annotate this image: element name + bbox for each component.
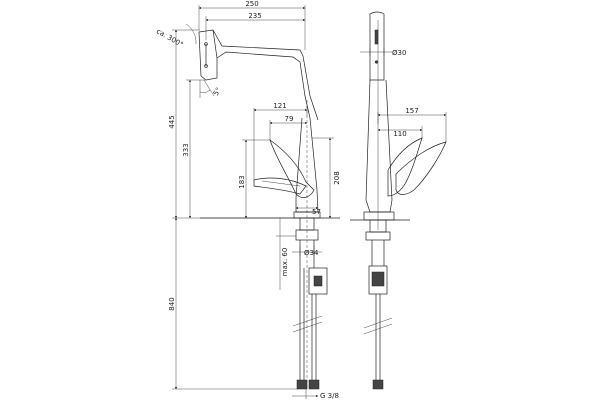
dim-overall-height: 445 [168,29,296,219]
dim-tilt-angle-label: 5° [212,86,223,97]
dim-spray-angle-label: ca. 300° [155,27,185,49]
dim-lever-height-label: 183 [238,175,246,188]
under-counter-side [363,219,393,390]
side-view: Ø30 157 110 [350,11,447,390]
spray-head-side [369,11,385,81]
dim-base-width-label: 57 [312,208,321,216]
spout-arm-bottom [216,51,311,119]
spout-arm-top [212,29,319,121]
dim-lever-offset-label: 79 [285,115,294,123]
dim-thread: G 3/8 [292,389,339,400]
dim-spout-diameter: Ø30 [360,48,406,57]
lever-lower [253,177,307,195]
under-counter-front [292,217,328,390]
dim-side-lever-offset-label: 110 [393,130,406,138]
dim-tilt-angle: 5° [199,79,223,98]
dim-base-width: 57 [295,206,321,216]
dim-spout-diameter-label: Ø30 [392,49,406,57]
dim-lever-reach: 121 [253,102,308,180]
dim-max-thickness: max. 60 [276,218,296,290]
dim-hose-length: 840 [168,217,298,390]
hose-connector-side [368,265,388,295]
dim-spout-reach: 235 [205,12,306,40]
dim-overall-height-label: 445 [168,115,176,128]
dim-spout-height: 333 [182,79,206,219]
spray-head [198,29,218,81]
dim-hole-diameter: Ø34 [292,246,322,257]
faucet-body-side [350,11,447,230]
dim-lever-height: 183 [238,139,270,219]
dim-side-lever-offset: 110 [377,126,423,138]
dim-hole-diameter-label: Ø34 [304,249,319,257]
base-side [363,211,395,221]
dim-body-height-label: 208 [333,171,341,184]
lever-upper [269,139,315,198]
dim-max-thickness-label: max. 60 [281,248,289,277]
dim-lever-offset: 79 [269,115,308,140]
dim-spout-height-label: 333 [182,143,190,156]
dim-spray-angle: ca. 300° [155,23,197,49]
lever-side-back [395,141,447,195]
front-view: 250 235 ca. 300° 5° 445 [155,0,341,400]
dim-thread-label: G 3/8 [320,392,339,400]
faucet-body-front [198,29,340,390]
hose-connector [308,267,328,295]
dim-side-lever-reach-label: 157 [405,107,418,115]
dim-hose-length-label: 840 [168,297,176,310]
dim-total-width-label: 250 [245,0,258,8]
dim-body-height: 208 [312,137,341,219]
dim-side-lever-reach: 157 [377,107,447,142]
dim-total-width: 250 [198,0,306,50]
dim-lever-reach-label: 121 [273,102,286,110]
dim-spout-reach-label: 235 [248,12,261,20]
